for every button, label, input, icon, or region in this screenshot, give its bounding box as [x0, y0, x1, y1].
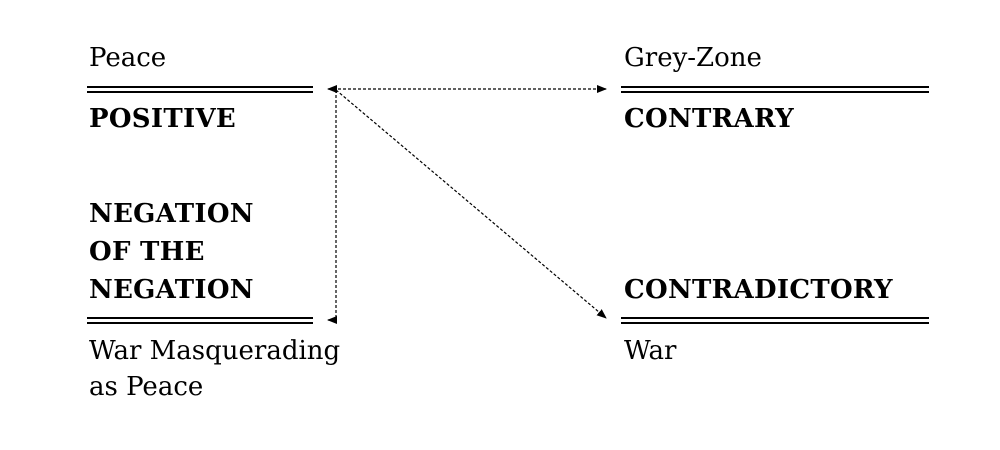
negation-double-rule: [87, 317, 313, 324]
contradictory-double-rule: [621, 317, 929, 324]
negation-term-line-2: OF THE: [89, 237, 205, 267]
contradictory-relation-arrow: [335, 89, 607, 319]
negation-term-line-1: NEGATION: [89, 199, 254, 229]
contradictory-term: CONTRADICTORY: [624, 275, 893, 305]
contrary-double-rule: [621, 86, 929, 93]
negation-term-line-3: NEGATION: [89, 275, 254, 305]
war-masquerading-caption-line-2: as Peace: [89, 372, 204, 402]
positive-term: POSITIVE: [89, 104, 237, 134]
peace-caption: Peace: [89, 43, 167, 73]
negation-relation-arrow: [327, 90, 337, 324]
positive-double-rule: [87, 86, 313, 93]
war-masquerading-caption-line-1: War Masquerading: [89, 336, 341, 366]
contrary-term: CONTRARY: [624, 104, 795, 134]
war-caption: War: [624, 336, 677, 366]
grey-zone-caption: Grey-Zone: [624, 43, 762, 73]
